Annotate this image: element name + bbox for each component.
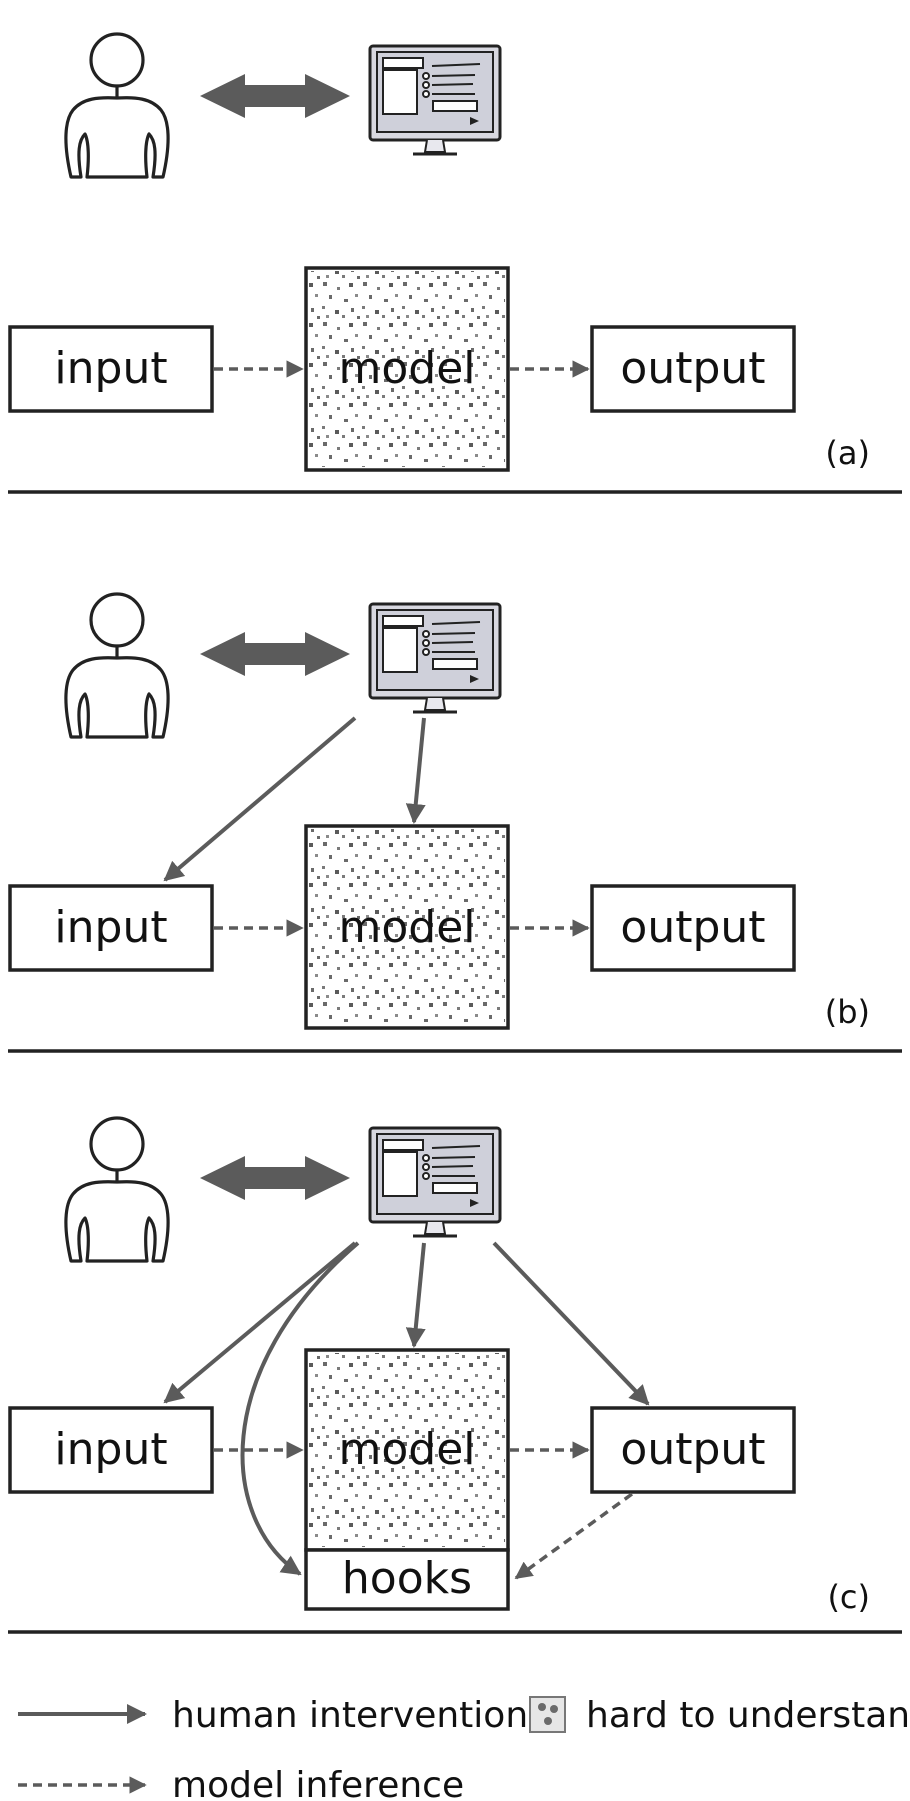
output-label: output: [620, 902, 765, 953]
panel-c: input model hooks output (c): [8, 1116, 902, 1634]
panel-b: input model output (b): [8, 592, 902, 1053]
person-icon: [64, 1116, 170, 1263]
input-label: input: [54, 902, 167, 953]
intervention-arrow-to-output: [492, 1241, 650, 1406]
inference-arrow-output-hooks: [514, 1492, 634, 1580]
intervention-arrow-to-model: [405, 717, 426, 824]
monitor-icon: [368, 44, 502, 156]
legend-hard-to-understand: hard to understand: [586, 1695, 910, 1736]
panel-label-b: (b): [825, 993, 870, 1031]
person-icon: [64, 32, 170, 179]
panel-label-c: (c): [827, 1578, 870, 1616]
output-label: output: [620, 1424, 765, 1475]
model-label: model: [338, 343, 475, 394]
monitor-icon: [368, 1126, 502, 1238]
model-label: model: [338, 1424, 475, 1475]
legend-human-intervention: human intervention: [172, 1695, 528, 1736]
intervention-arrow-to-model: [405, 1242, 426, 1348]
noise-texture-icon: [309, 271, 505, 467]
input-label: input: [54, 1424, 167, 1475]
output-box: [590, 325, 796, 413]
noise-texture-icon: [309, 1353, 505, 1547]
output-box: [590, 884, 796, 972]
input-box: [8, 884, 214, 972]
bidirectional-arrow-icon: [200, 1156, 350, 1200]
panel-label-a: (a): [825, 434, 870, 472]
legend-model-inference: model inference: [172, 1765, 464, 1801]
monitor-icon: [368, 602, 502, 714]
hooks-label: hooks: [342, 1553, 472, 1604]
intervention-arrow-to-input: [163, 716, 357, 882]
model-label: model: [338, 902, 475, 953]
output-box: [590, 1406, 796, 1494]
panel-a: input model output (a): [8, 32, 902, 494]
bidirectional-arrow-icon: [200, 74, 350, 118]
intervention-arrow-to-hooks: [240, 1241, 360, 1576]
legend-noise-swatch: [529, 1696, 566, 1733]
intervention-arrow-to-input: [163, 1241, 357, 1404]
person-icon: [64, 592, 170, 739]
hooks-box: [304, 1548, 510, 1611]
bidirectional-arrow-icon: [200, 632, 350, 676]
legend: human intervention hard to understand mo…: [18, 1695, 910, 1801]
input-box: [8, 1406, 214, 1494]
input-label: input: [54, 343, 167, 394]
output-label: output: [620, 343, 765, 394]
input-box: [8, 325, 214, 413]
noise-texture-icon: [309, 829, 505, 1025]
